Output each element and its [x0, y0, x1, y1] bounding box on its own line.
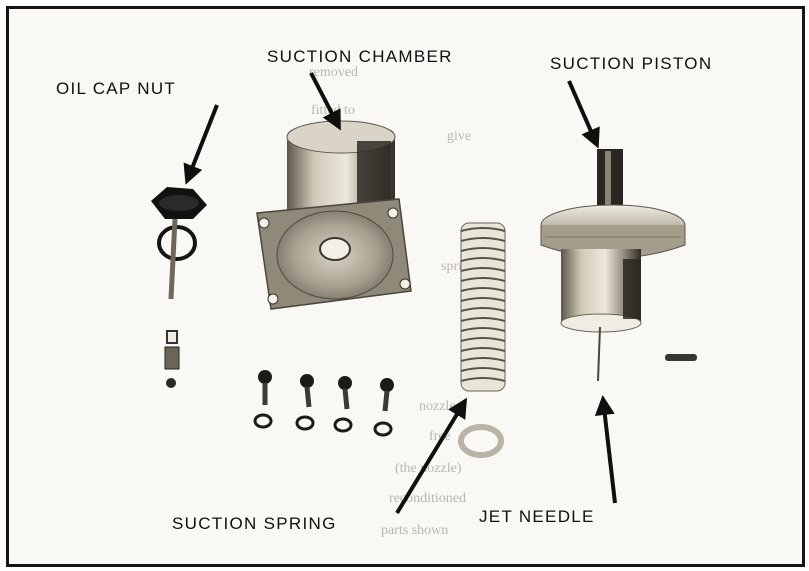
- label-suction-piston: SUCTION PISTON: [550, 54, 713, 73]
- carburettor-parts-photo: [151, 72, 697, 515]
- arrow-suction-spring: [395, 397, 468, 515]
- label-oil-cap-nut: OIL CAP NUT: [56, 79, 177, 98]
- bleed-through-text: (the nozzle): [395, 461, 462, 476]
- bleed-through-text: removed: [309, 65, 358, 80]
- photo-frame: removed fitted to give spring nozzle fre…: [6, 6, 805, 567]
- oil-cap-nut: [151, 187, 207, 388]
- bleed-through-text: nozzle: [419, 399, 456, 414]
- pointer-arrows: [183, 72, 617, 515]
- arrow-suction-piston: [567, 80, 600, 149]
- label-jet-needle: JET NEEDLE: [479, 507, 595, 526]
- suction-piston: [540, 149, 686, 382]
- label-suction-spring: SUCTION SPRING: [172, 514, 337, 533]
- arrow-jet-needle: [594, 395, 617, 504]
- arrow-suction-chamber: [309, 72, 341, 131]
- bleed-through-text: give: [447, 129, 472, 144]
- label-suction-chamber: SUCTION CHAMBER: [267, 47, 453, 66]
- suction-spring: [458, 222, 506, 458]
- bleed-through-text: parts shown: [381, 523, 449, 538]
- needle-retaining-screw: [665, 354, 697, 361]
- chamber-screws: [253, 370, 394, 437]
- suction-chamber: [256, 120, 412, 310]
- arrow-oil-cap-nut: [183, 104, 219, 185]
